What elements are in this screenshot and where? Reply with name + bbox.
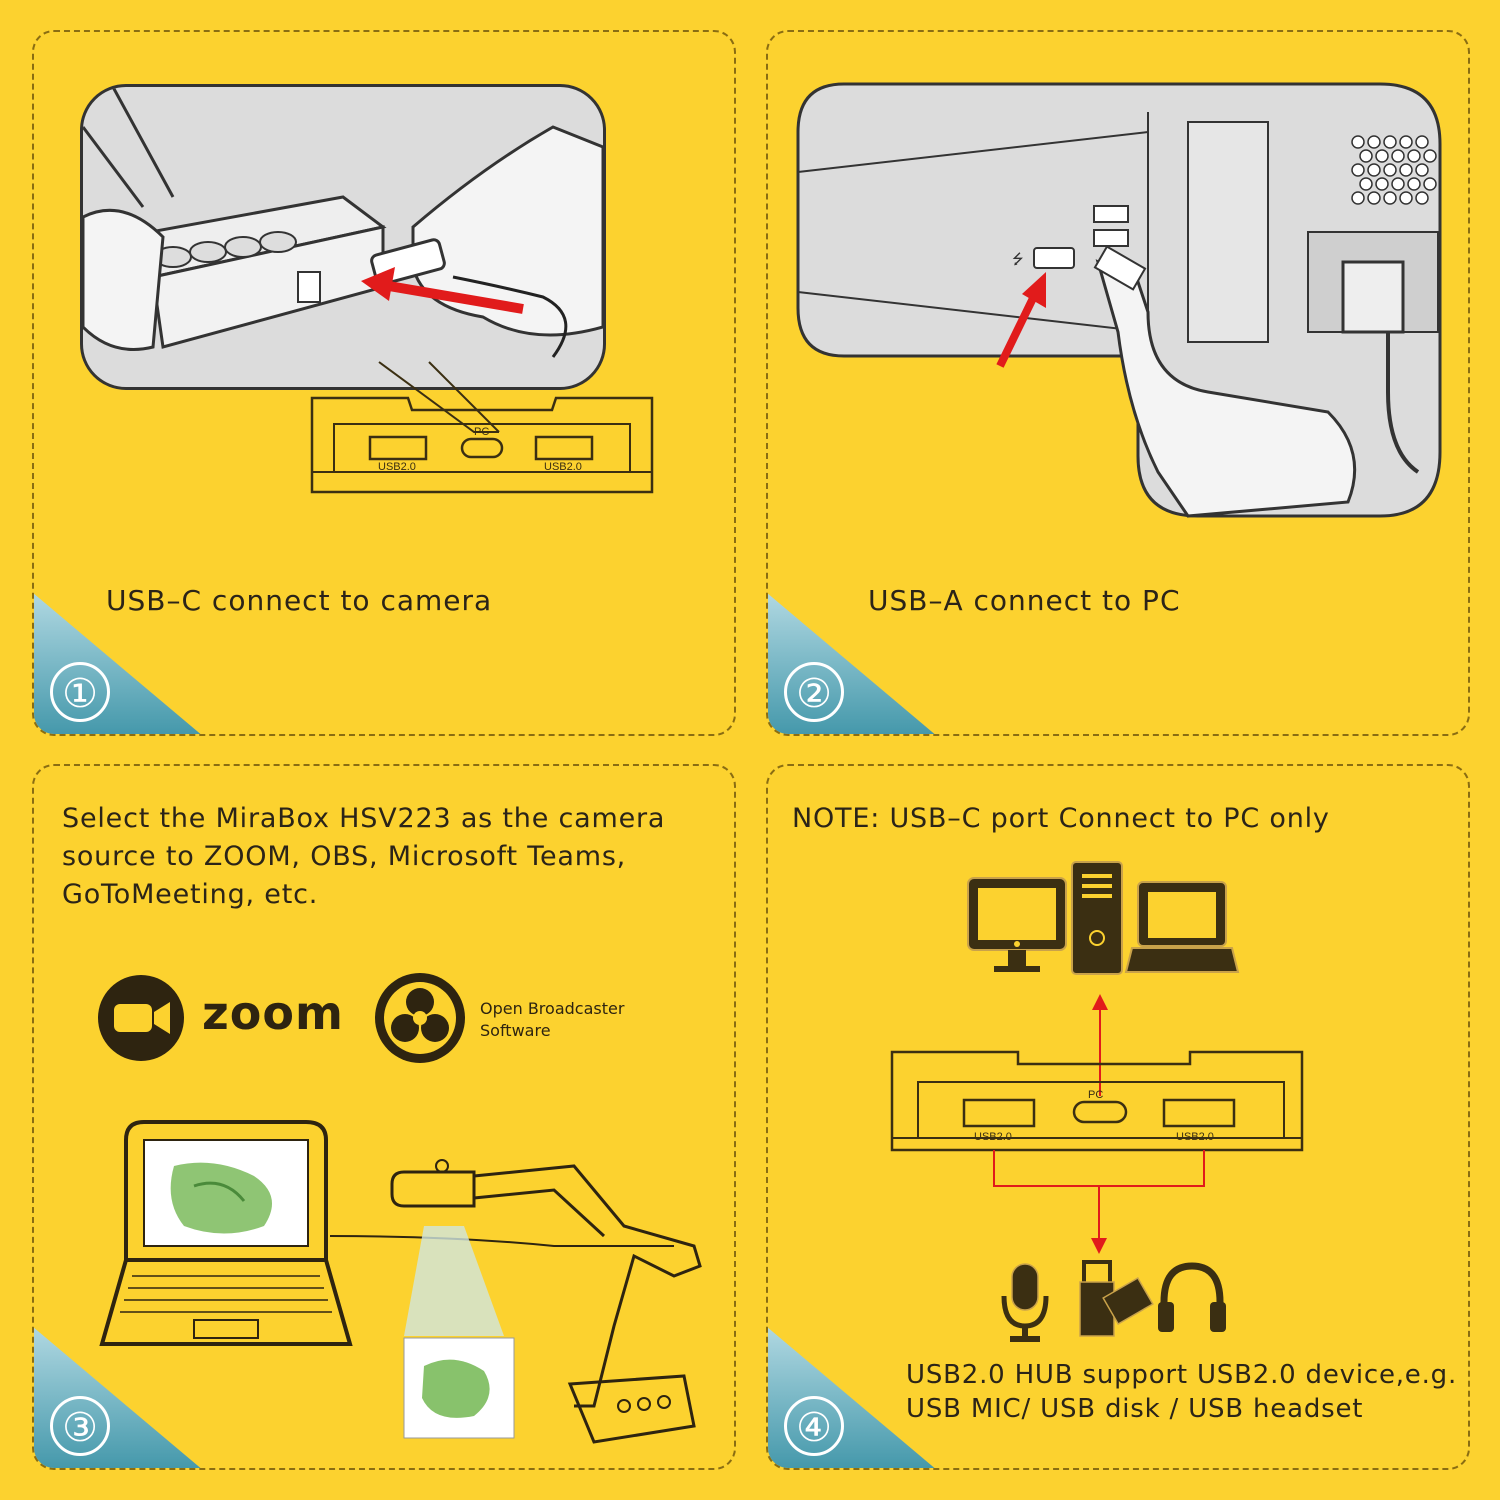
camera-hub-photo	[80, 84, 606, 390]
usb-port-left	[368, 435, 428, 461]
step-4-number: ④	[784, 1396, 844, 1456]
step-3-panel: Select the MiraBox HSV223 as the camera …	[32, 764, 736, 1470]
step-2-number: ②	[784, 662, 844, 722]
step-3-number: ③	[50, 1396, 110, 1456]
laptop-keyboard-deck	[99, 1258, 353, 1346]
usb-port-right	[534, 435, 594, 461]
step-2-caption: USB–A connect to PC	[868, 584, 1181, 617]
step-1-caption: USB–C connect to camera	[106, 584, 493, 617]
camera-base	[567, 1374, 696, 1444]
zoom-logo-icon	[98, 975, 184, 1061]
camera-icon	[390, 1170, 476, 1208]
usb-a-port	[1033, 247, 1075, 269]
port-label-pc: PC	[474, 426, 489, 438]
zoom-logo-text: zoom	[202, 986, 344, 1040]
step-3-line-2: source to ZOOM, OBS, Microsoft Teams,	[62, 841, 627, 872]
monitor-icon	[967, 877, 1067, 972]
obs-text-line-1: Open Broadcaster	[480, 999, 625, 1018]
step-3-line-1: Select the MiraBox HSV223 as the camera	[62, 803, 666, 834]
step-4-line-1: USB2.0 HUB support USB2.0 device,e.g.	[906, 1360, 1458, 1390]
usb-icon: ⭍	[1012, 252, 1024, 268]
step-4-text: USB2.0 HUB support USB2.0 device,e.g. US…	[906, 1358, 1457, 1426]
usb-port-right	[1162, 1098, 1236, 1128]
headset-icon	[1158, 1262, 1226, 1332]
step-4-note: NOTE: USB–C port Connect to PC only	[792, 803, 1330, 834]
step-2-panel: ⭍ USB–A connect to PC ②	[766, 30, 1470, 736]
step-4-panel: NOTE: USB–C port Connect to PC only	[766, 764, 1470, 1470]
pc-usb-photo: ⭍	[796, 82, 1442, 518]
usb-disk-icon	[1079, 1260, 1154, 1337]
port-label-right: USB2.0	[1176, 1131, 1214, 1143]
obs-text-line-2: Software	[480, 1021, 551, 1040]
step-4-line-2: USB MIC/ USB disk / USB headset	[906, 1394, 1364, 1424]
microphone-icon	[1001, 1263, 1049, 1342]
usb-port-left	[962, 1098, 1036, 1128]
usbc-port	[1072, 1100, 1128, 1124]
hand-plugging-usbc-illustration	[83, 87, 603, 358]
pc-tower-icon	[1071, 861, 1123, 975]
step-3-text: Select the MiraBox HSV223 as the camera …	[62, 800, 665, 914]
step-1-number: ①	[50, 662, 110, 722]
hub-diagram: PC USB2.0 USB2.0	[310, 361, 654, 494]
obs-logo-text: Open Broadcaster Software	[480, 998, 624, 1042]
hub-device	[890, 1050, 1304, 1152]
step-1-panel: PC USB2.0 USB2.0 USB–C connect to camera…	[32, 30, 736, 736]
port-label-left: USB2.0	[974, 1131, 1012, 1143]
laptop-icon	[1124, 881, 1240, 973]
hub-connection-diagram: PC USB2.0 USB2.0	[890, 861, 1304, 1342]
laptop-camera-illustration	[99, 1120, 702, 1444]
step-3-line-3: GoToMeeting, etc.	[62, 879, 319, 910]
obs-logo-icon	[375, 973, 465, 1063]
port-label-pc: PC	[1088, 1089, 1103, 1101]
port-label-right: USB2.0	[544, 461, 582, 473]
port-label-left: USB2.0	[378, 461, 416, 473]
usbc-port	[460, 437, 504, 459]
